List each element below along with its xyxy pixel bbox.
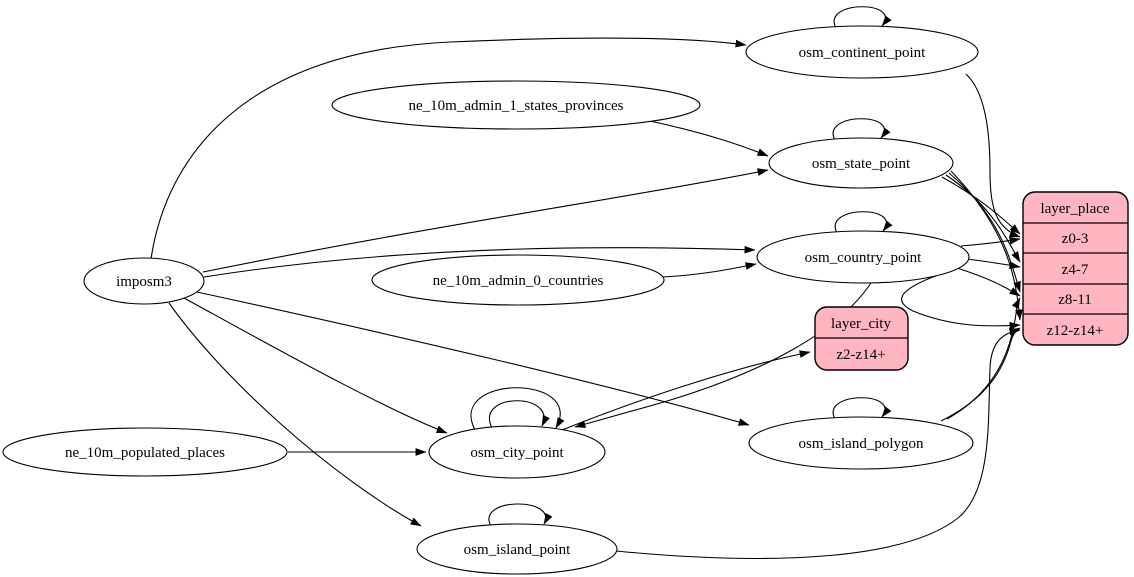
selfloop-osm_state_point — [832, 118, 891, 141]
node-osm_island_polygon: osm_island_polygon — [748, 416, 974, 470]
node-ne_10m_populated_places-label: ne_10m_populated_places — [65, 445, 225, 461]
record-layer_city-title: layer_city — [831, 316, 891, 332]
node-ne_10m_admin_1_states_provinces-label: ne_10m_admin_1_states_provinces — [409, 98, 624, 114]
edge-imposm3-osm_country_point — [203, 245, 756, 278]
selfloop-osm_city_point-outer — [470, 387, 565, 431]
node-osm_city_point: osm_city_point — [428, 425, 606, 479]
node-imposm3-shape — [83, 257, 205, 305]
edge-imposm3-osm_state_point — [202, 168, 769, 273]
edge-imposm3-osm_island_point — [168, 302, 422, 527]
node-osm_island_point-label: osm_island_point — [464, 542, 572, 558]
selfloop-osm_continent_point — [833, 6, 892, 29]
record-layer_place-row-z12-z14: z12-z14+ — [1047, 323, 1104, 339]
edge-osm_state_point-layer_place-z4-7 — [945, 174, 1021, 263]
record-layer_place: layer_place z0-3 z4-7 z8-11 z12-z14+ — [1022, 191, 1129, 346]
record-layer_place-row-z8-11: z8-11 — [1058, 292, 1092, 308]
record-layer_place-box — [1022, 191, 1129, 346]
node-ne_10m_admin_0_countries-shape — [371, 254, 665, 306]
record-layer_place-row-z4-7: z4-7 — [1062, 262, 1089, 278]
node-ne_10m_populated_places: ne_10m_populated_places — [2, 427, 288, 477]
edges — [150, 6, 1023, 560]
node-osm_city_point-label: osm_city_point — [470, 445, 564, 461]
node-osm_state_point-label: osm_state_point — [812, 156, 911, 172]
node-ne_10m_admin_1_states_provinces-shape — [331, 80, 701, 130]
edge-imposm3-osm_city_point — [183, 297, 448, 434]
edge-imposm3-osm_island_polygon — [196, 291, 750, 426]
edge-osm_city_point-layer_city-z2-z14 — [561, 350, 811, 431]
node-osm_state_point: osm_state_point — [768, 137, 954, 189]
node-ne_10m_populated_places-shape — [2, 427, 288, 477]
node-imposm3-label: imposm3 — [116, 274, 172, 290]
selfloop-osm_city_point-inner — [489, 400, 550, 429]
node-ne_10m_admin_0_countries-label: ne_10m_admin_0_countries — [433, 273, 604, 289]
edge-osm_country_point-layer_place-z12-z14 — [901, 274, 1021, 330]
node-osm_city_point-shape — [428, 425, 606, 479]
node-ne_10m_admin_1_states_provinces: ne_10m_admin_1_states_provinces — [331, 80, 701, 130]
node-osm_continent_point: osm_continent_point — [745, 25, 979, 79]
record-layer_city-row-z2-z14: z2-z14+ — [836, 347, 885, 363]
node-osm_state_point-shape — [768, 137, 954, 189]
node-osm_island_polygon-shape — [748, 416, 974, 470]
edge-ne_10m_admin_0_countries-osm_country_point — [662, 262, 757, 278]
edge-osm_state_point-layer_place-z0-3 — [941, 176, 1021, 235]
selfloop-osm_country_point — [834, 211, 893, 234]
edge-osm_country_point-layer_place-z0-3 — [960, 236, 1021, 247]
selfloop-osm_island_polygon — [832, 397, 892, 420]
selfloop-osm_island_point — [488, 503, 553, 527]
node-osm_continent_point-shape — [745, 25, 979, 79]
record-layer_place-row-z0-3: z0-3 — [1062, 231, 1089, 247]
edge-osm_island_polygon-layer_place-z12-z14 — [940, 327, 1021, 422]
edge-osm_island_point-layer_place-z12-z14 — [615, 327, 1021, 560]
edge-osm_island_polygon-layer_place-z8-11 — [946, 297, 1021, 420]
edge-osm_state_point-layer_place-z8-11 — [948, 172, 1021, 293]
record-layer_city: layer_city z2-z14+ — [814, 306, 909, 371]
node-osm_island_polygon-label: osm_island_polygon — [798, 436, 924, 452]
node-imposm3: imposm3 — [83, 257, 205, 305]
node-osm_country_point-shape — [756, 230, 970, 284]
node-osm_island_point: osm_island_point — [416, 523, 618, 575]
node-osm_island_point-shape — [416, 523, 618, 575]
node-osm_continent_point-label: osm_continent_point — [799, 45, 926, 61]
edge-osm_country_point-layer_place-z4-7 — [966, 258, 1021, 269]
edge-osm_continent_point-layer_place-z0-3 — [965, 73, 1021, 238]
node-ne_10m_admin_0_countries: ne_10m_admin_0_countries — [371, 254, 665, 306]
edge-ne_10m_admin_1_states_provinces-osm_state_point — [649, 120, 769, 157]
edge-osm_country_point-layer_place-z8-11 — [956, 267, 1021, 297]
node-osm_country_point-label: osm_country_point — [805, 250, 922, 266]
node-osm_country_point: osm_country_point — [756, 230, 970, 284]
record-layer_place-title: layer_place — [1040, 201, 1109, 217]
edge-imposm3-osm_continent_point — [150, 37, 747, 260]
